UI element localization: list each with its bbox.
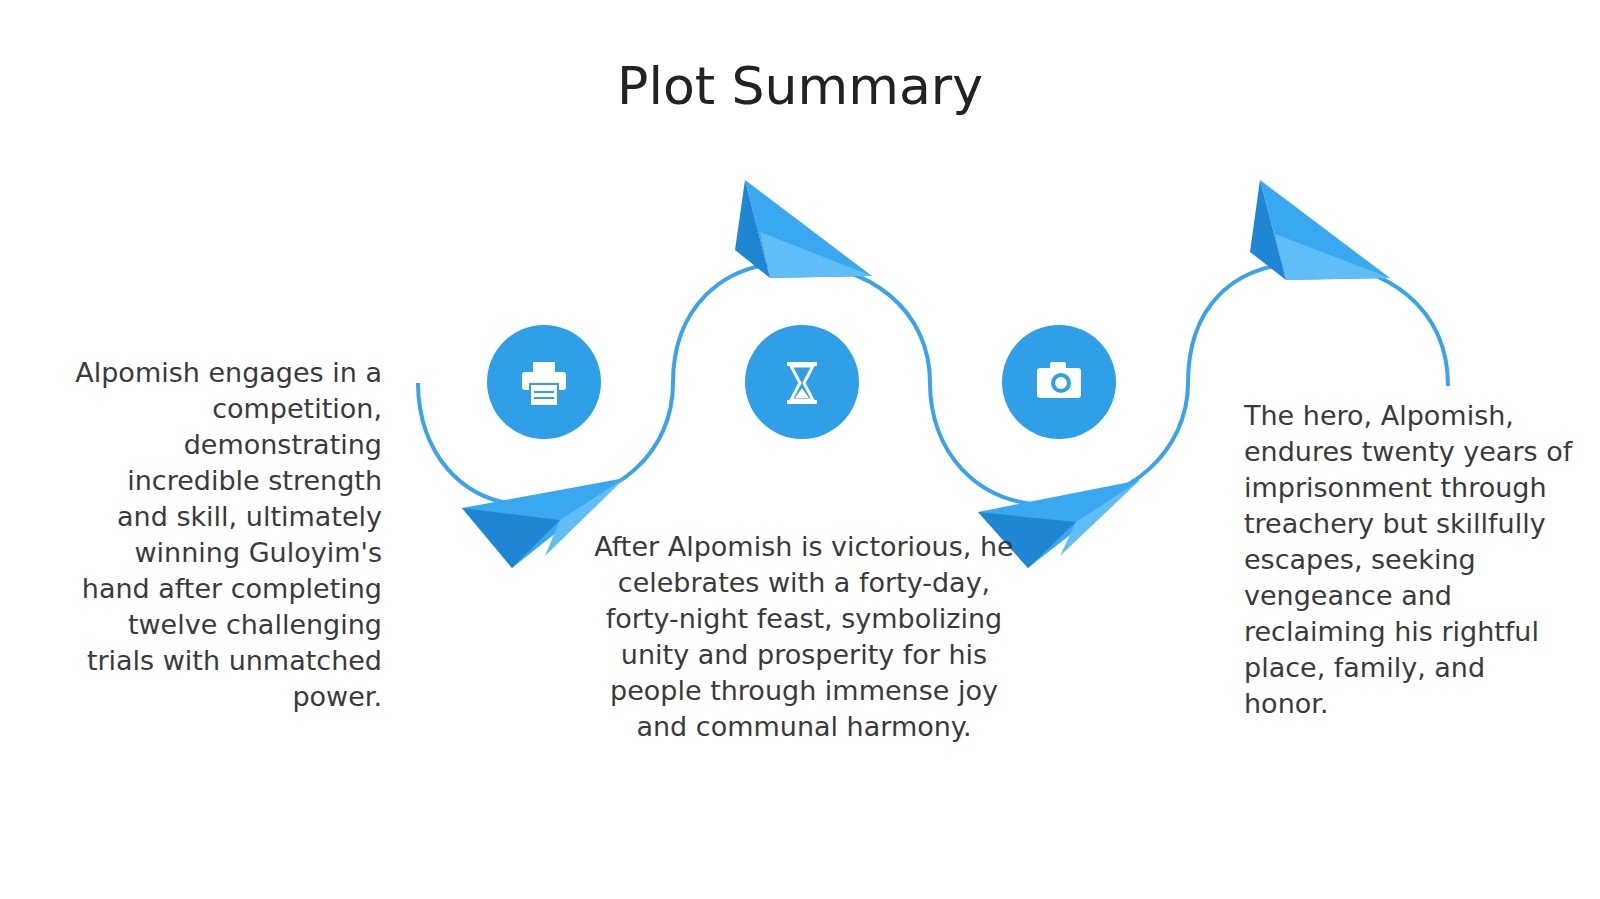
plot-text: Alpomish engages in a competition, demon… — [70, 355, 382, 715]
icon-circle — [1002, 325, 1116, 439]
paper-plane — [735, 180, 872, 278]
plot-text: After Alpomish is victorious, he celebra… — [592, 529, 1016, 745]
icon-circle — [745, 325, 859, 439]
paper-plane — [1250, 180, 1390, 280]
icon-circle — [487, 325, 601, 439]
wave-line — [418, 263, 1448, 505]
camera-icon — [1037, 362, 1081, 398]
hourglass-icon — [787, 362, 817, 404]
diagram-title: Plot Summary — [0, 56, 1600, 116]
printer-icon — [522, 362, 566, 406]
plot-text: The hero, Alpomish, endures twenty years… — [1244, 398, 1574, 722]
